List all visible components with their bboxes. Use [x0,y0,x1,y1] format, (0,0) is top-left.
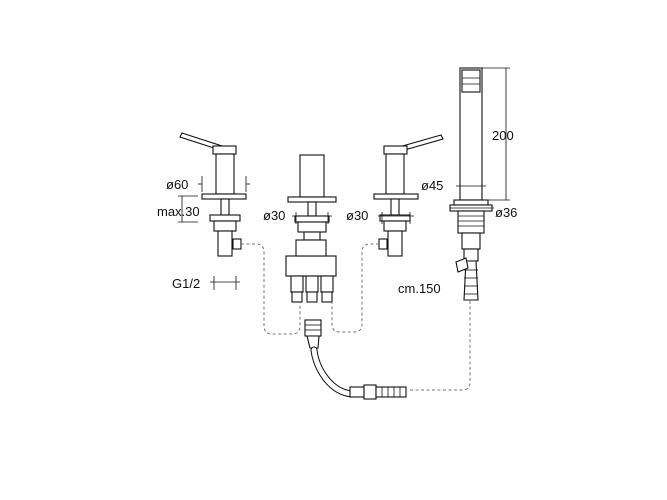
flex-hose-body [311,347,355,397]
flex-hose-top-connector [304,319,322,337]
diverter-tip-3 [321,291,333,303]
hand-shower [449,67,493,301]
label-h200: 200 [492,128,514,143]
diverter-pipe-1 [290,275,304,293]
hose-to-hand-shower [410,300,471,391]
left-mixer-valve [213,220,237,232]
spout-threaded-section [297,221,327,233]
left-mixer-nut [209,214,241,222]
diverter-pipe-2 [305,275,319,293]
right-mixer-cap [383,145,408,155]
diverter-block [285,255,337,277]
right-mixer [373,134,444,257]
label-max30: max.30 [157,204,200,219]
label-d30-right: ø30 [346,208,368,223]
label-d60: ø60 [166,177,188,192]
hand-shower-dimensions [450,67,510,209]
right-mixer-dimension [378,212,414,224]
diverter-upper [295,239,327,257]
right-mixer-body [385,153,405,195]
hand-shower-head [461,69,481,93]
hand-shower-hose-guide [463,260,479,301]
right-mixer-shank [390,198,400,216]
left-dimensions [178,176,250,290]
label-d30-center: ø30 [263,208,285,223]
hose-right-to-diverter [331,243,379,333]
label-d45: ø45 [421,178,443,193]
flex-hose-coupling-2 [363,384,377,400]
right-mixer-valve [383,220,407,232]
center-dimension [292,212,332,224]
left-mixer-outlet [232,238,242,250]
flexible-hose [304,319,407,400]
hand-shower-holder-nut [461,232,481,250]
left-mixer-body [215,153,235,195]
flex-hose-collar [306,335,320,349]
spout-connector [303,231,321,241]
spout-flange [287,196,337,203]
label-hose-length: cm.150 [398,281,441,296]
spout-nut [294,215,330,223]
spout-shank [307,201,317,217]
diverter-pipe-3 [320,275,334,293]
spout-body [299,154,325,198]
flex-hose-coupling-1 [349,386,365,398]
right-mixer-flange [373,193,419,200]
labels: ø60 max.30 G1/2 ø30 ø30 ø45 ø36 200 cm.1… [157,128,517,296]
diverter-tip-2 [306,291,318,303]
left-mixer-cap [212,145,237,155]
left-mixer [179,132,247,257]
left-mixer-flange [201,193,247,200]
right-mixer-stem [387,230,403,257]
label-g12: G1/2 [172,276,200,291]
right-mixer-outlet [378,238,388,250]
left-mixer-stem [217,230,233,257]
hand-shower-side-clip [455,257,469,273]
label-d36: ø36 [495,205,517,220]
diverter-tip-1 [291,291,303,303]
center-spout [285,154,337,303]
hand-shower-holder-top [453,199,489,206]
flex-hose-end [375,386,407,398]
connection-hoses [241,243,471,391]
left-mixer-shank [220,198,230,216]
hand-shower-holder-body [457,210,485,234]
